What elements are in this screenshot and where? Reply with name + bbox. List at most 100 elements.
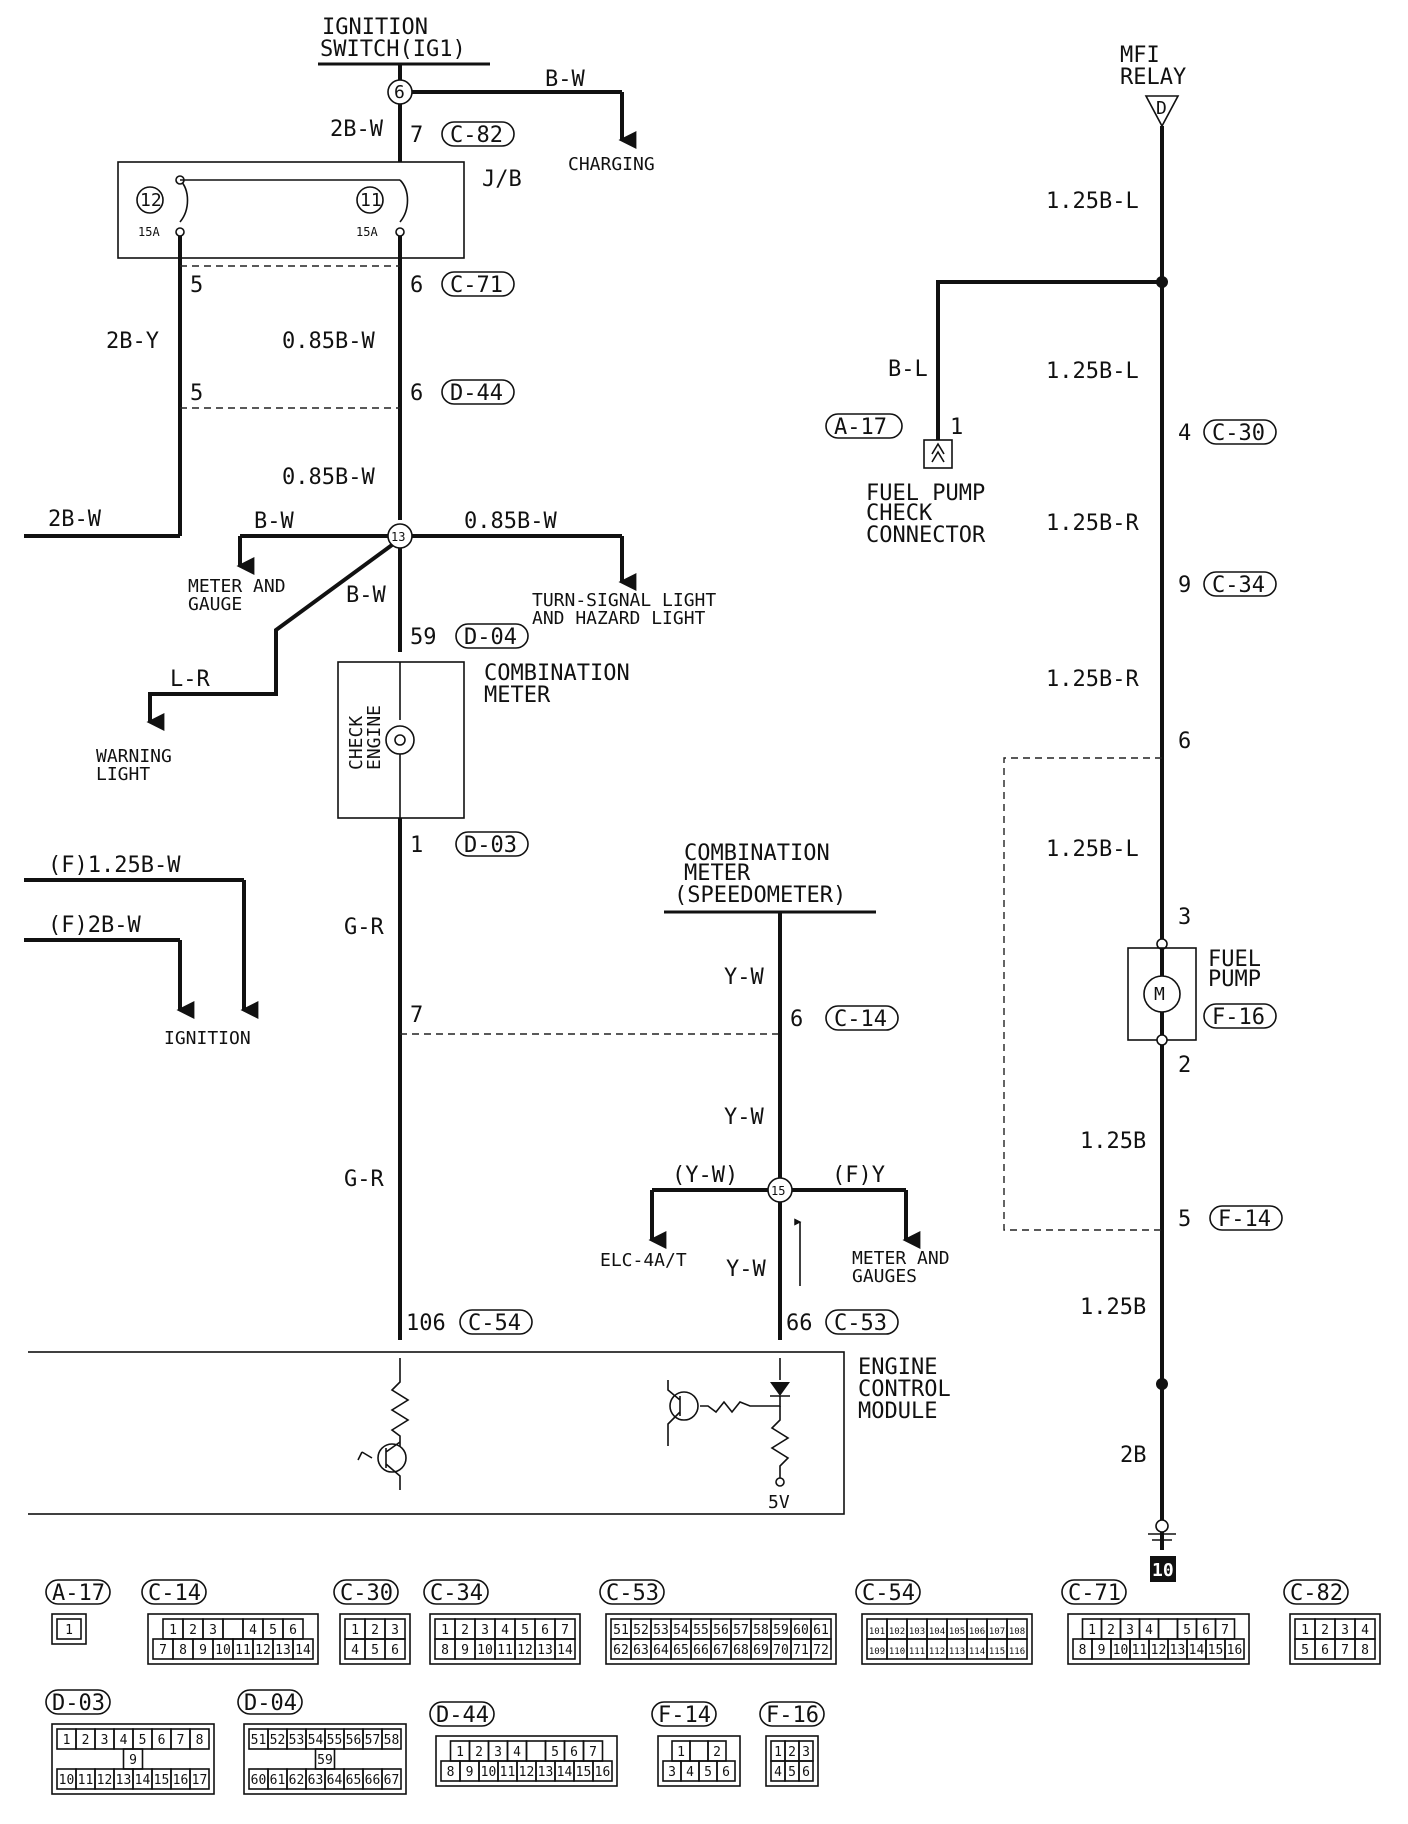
svg-text:6: 6 xyxy=(1178,729,1191,754)
connector-pin-label: 55 xyxy=(693,1623,709,1638)
connector-pin-label: 54 xyxy=(308,1733,324,1748)
connector-pin-label: 16 xyxy=(595,1765,611,1780)
connector-pin-label: 2 xyxy=(371,1623,379,1638)
connector-pin-label: 13 xyxy=(538,1765,554,1780)
connector-pin-label: 62 xyxy=(289,1773,305,1788)
svg-text:2B-W: 2B-W xyxy=(48,507,102,532)
connector-pin-label: 72 xyxy=(813,1643,829,1658)
connector-pin-label: 4 xyxy=(501,1623,509,1638)
connector-pin-label: 2 xyxy=(189,1623,197,1638)
svg-text:F-14: F-14 xyxy=(1218,1207,1271,1232)
connector-pin-label: 4 xyxy=(249,1623,257,1638)
svg-text:METER: METER xyxy=(484,683,551,708)
connector-pin-label: 3 xyxy=(101,1733,109,1748)
svg-text:1.25B-L: 1.25B-L xyxy=(1046,359,1139,384)
connector-pin-label: 4 xyxy=(1361,1623,1369,1638)
connector-pin-label: 7 xyxy=(1341,1643,1349,1658)
connector-pin-label: 6 xyxy=(722,1765,730,1780)
connector-pin-label: 13 xyxy=(275,1643,291,1658)
connector-pin-label: 102 xyxy=(889,1627,905,1637)
connector-pin-label: 8 xyxy=(1361,1643,1369,1658)
connector-pin-label: 11 xyxy=(78,1773,94,1788)
fuel-pump-label: FUEL xyxy=(1208,947,1261,972)
connector-pin-label: 11 xyxy=(235,1643,251,1658)
connector-pin-label: 1 xyxy=(456,1745,464,1760)
connector-pin-label: 2 xyxy=(788,1745,796,1760)
svg-text:13: 13 xyxy=(391,530,405,544)
svg-text:15A: 15A xyxy=(138,225,160,239)
connector-pin-label: 58 xyxy=(384,1733,400,1748)
fuel-pump-motor xyxy=(1143,975,1181,1013)
connector-pin xyxy=(1224,1638,1245,1660)
connector-pin-label: 12 xyxy=(1151,1643,1167,1658)
connector-pin-label: 12 xyxy=(519,1765,535,1780)
svg-text:Y-W: Y-W xyxy=(726,1257,766,1282)
connector-view-title: A-17 xyxy=(52,1581,105,1606)
connector-pin-label: 66 xyxy=(693,1643,709,1658)
svg-text:G-R: G-R xyxy=(344,915,384,940)
connector-pin-label: 3 xyxy=(802,1745,810,1760)
connector-pin-label: 6 xyxy=(1321,1643,1329,1658)
connector-pin-label: 9 xyxy=(199,1643,207,1658)
connector-pin-label: 57 xyxy=(733,1623,749,1638)
svg-text:CONNECTOR: CONNECTOR xyxy=(866,523,986,548)
connector-f14-tag: F-14 xyxy=(1209,1205,1283,1232)
svg-text:AND HAZARD LIGHT: AND HAZARD LIGHT xyxy=(532,608,706,629)
svg-text:6: 6 xyxy=(410,273,423,298)
svg-text:C-14: C-14 xyxy=(834,1007,887,1032)
connector-pin-label: 7 xyxy=(159,1643,167,1658)
ground-10-badge: 10 xyxy=(1150,1556,1176,1582)
connector-pin-label: 111 xyxy=(909,1647,925,1657)
svg-text:9: 9 xyxy=(1178,573,1191,598)
connector-pin-label: 115 xyxy=(989,1647,1005,1657)
connector-pin-label: 6 xyxy=(802,1765,810,1780)
connector-pin-label: 11 xyxy=(500,1765,516,1780)
svg-text:6: 6 xyxy=(790,1007,803,1032)
svg-text:A-17: A-17 xyxy=(834,415,887,440)
svg-text:5: 5 xyxy=(190,381,203,406)
connector-view-title: C-53 xyxy=(606,1581,659,1606)
connector-pin-label: 60 xyxy=(251,1773,267,1788)
connector-pin-label: 54 xyxy=(673,1623,689,1638)
connector-pin-label: 51 xyxy=(251,1733,267,1748)
connector-pin-label: 11 xyxy=(1132,1643,1148,1658)
connector-pin-label: 6 xyxy=(289,1623,297,1638)
jb-label: J/B xyxy=(482,167,522,192)
connector-pin-label: 13 xyxy=(537,1643,553,1658)
connector-pin-label: 2 xyxy=(1321,1623,1329,1638)
svg-text:LIGHT: LIGHT xyxy=(96,764,150,785)
connector-pin-label: 59 xyxy=(773,1623,789,1638)
connector-view-title: D-44 xyxy=(436,1703,489,1728)
connector-pin-label: 2 xyxy=(475,1745,483,1760)
connector-pin-label: 67 xyxy=(384,1773,400,1788)
connector-pin xyxy=(222,1618,244,1640)
connector-pin-label: 9 xyxy=(466,1765,474,1780)
svg-text:6: 6 xyxy=(410,381,423,406)
connector-pin-label: 5 xyxy=(551,1745,559,1760)
svg-text:7: 7 xyxy=(410,1003,423,1028)
connector-pin-label: 10 xyxy=(59,1773,75,1788)
connector-pin-label: 108 xyxy=(1009,1627,1025,1637)
svg-text:3: 3 xyxy=(1178,905,1191,930)
charging-label: CHARGING xyxy=(568,154,655,175)
svg-text:C-82: C-82 xyxy=(450,123,503,148)
svg-text:2B-W: 2B-W xyxy=(330,117,384,142)
connector-pin-label: 1 xyxy=(441,1623,449,1638)
connector-pin-label: 5 xyxy=(521,1623,529,1638)
svg-text:C-54: C-54 xyxy=(468,1311,521,1336)
svg-text:1.25B-R: 1.25B-R xyxy=(1046,667,1139,692)
connector-pin-label: 3 xyxy=(1126,1623,1134,1638)
connector-pin-label: 55 xyxy=(327,1733,343,1748)
connector-pin xyxy=(1157,1618,1179,1640)
connector-pin-label: 1 xyxy=(1301,1623,1309,1638)
connector-pin-label: 1 xyxy=(677,1745,685,1760)
svg-text:C-71: C-71 xyxy=(450,273,503,298)
connector-pin-label: 14 xyxy=(557,1643,573,1658)
fuel-pump-check-label: FUEL PUMP xyxy=(866,481,985,506)
connector-pin-label: 7 xyxy=(561,1623,569,1638)
connector-pin-label: 2 xyxy=(82,1733,90,1748)
svg-text:CONTROL: CONTROL xyxy=(858,1377,951,1402)
connector-pin-label: 15 xyxy=(1208,1643,1224,1658)
